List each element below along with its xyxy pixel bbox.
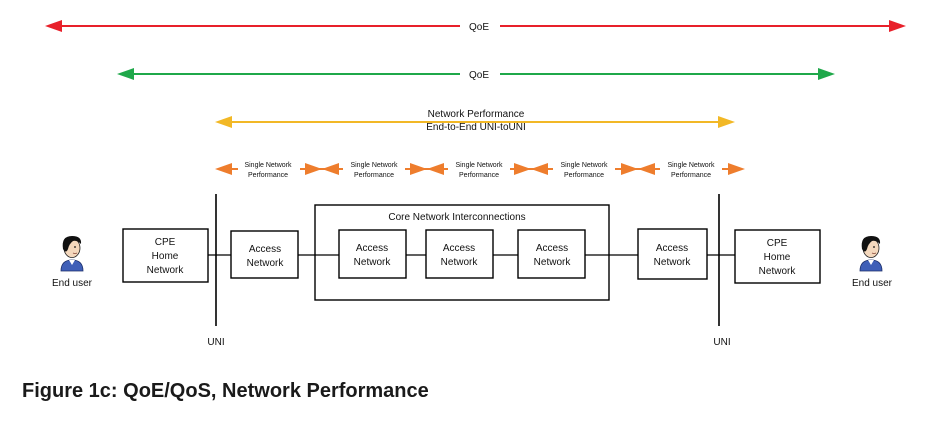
svg-text:Single Network: Single Network <box>560 162 608 169</box>
svg-text:Network: Network <box>654 257 692 268</box>
uni-label-left: UNI <box>207 337 224 348</box>
svg-text:Single Network: Single Network <box>350 162 398 169</box>
end-user-left-label: End user <box>52 278 93 289</box>
access-network-right-box: Access Network <box>637 228 708 280</box>
svg-text:Network: Network <box>147 265 185 276</box>
svg-text:Network: Network <box>534 257 572 268</box>
svg-text:Single Network: Single Network <box>667 162 715 169</box>
svg-text:Access: Access <box>536 243 568 254</box>
svg-text:Network: Network <box>441 257 479 268</box>
network-performance-arrow: Network Performance End-to-End UNI-toUNI <box>215 109 735 133</box>
qoe-inner-right-head <box>818 68 835 80</box>
cpe-right-box: CPE Home Network <box>734 229 821 284</box>
single-network-label-4: Single Network Performance <box>560 162 608 179</box>
svg-text:Performance: Performance <box>248 172 288 179</box>
qoe-outer-label: QoE <box>469 22 489 33</box>
end-user-left-person-icon <box>60 235 84 272</box>
qoe-inner-arrow: QoE <box>117 68 835 81</box>
svg-text:Performance: Performance <box>564 172 604 179</box>
qoe-inner-label: QoE <box>469 70 489 81</box>
cpe-left-box: CPE Home Network <box>122 228 209 283</box>
end-user-right-person-icon <box>859 235 883 272</box>
svg-text:Access: Access <box>443 243 475 254</box>
svg-text:Home: Home <box>764 252 791 263</box>
single-network-label-1: Single Network Performance <box>244 162 292 179</box>
svg-text:Access: Access <box>249 244 281 255</box>
svg-text:Network: Network <box>354 257 392 268</box>
single-network-label-5: Single Network Performance <box>667 162 715 179</box>
qoe-outer-right-head <box>889 20 906 32</box>
core-access-network-3: Access Network <box>517 229 586 279</box>
network-performance-left-head <box>215 116 232 128</box>
uni-label-right: UNI <box>713 337 730 348</box>
network-performance-label: Network Performance <box>428 109 525 120</box>
core-access-network-1: Access Network <box>338 229 407 279</box>
svg-text:Network: Network <box>247 258 285 269</box>
qoe-outer-left-head <box>45 20 62 32</box>
svg-text:Performance: Performance <box>354 172 394 179</box>
svg-text:Home: Home <box>152 251 179 262</box>
svg-text:Performance: Performance <box>671 172 711 179</box>
qoe-outer-arrow: QoE <box>45 20 906 33</box>
svg-text:Performance: Performance <box>459 172 499 179</box>
core-access-network-2: Access Network <box>425 229 494 279</box>
single-network-arrows <box>215 158 745 180</box>
svg-text:CPE: CPE <box>155 237 176 248</box>
qoe-inner-left-head <box>117 68 134 80</box>
core-network-title: Core Network Interconnections <box>388 212 525 223</box>
svg-text:CPE: CPE <box>767 238 788 249</box>
svg-text:Network: Network <box>759 266 797 277</box>
svg-text:Access: Access <box>356 243 388 254</box>
single-network-label-3: Single Network Performance <box>455 162 503 179</box>
svg-text:Access: Access <box>656 243 688 254</box>
end-user-right-label: End user <box>852 278 893 289</box>
network-performance-right-head <box>718 116 735 128</box>
single-network-label-2: Single Network Performance <box>350 162 398 179</box>
figure-caption: Figure 1c: QoE/QoS, Network Performance <box>22 380 429 402</box>
svg-text:Single Network: Single Network <box>244 162 292 169</box>
svg-text:Single Network: Single Network <box>455 162 503 169</box>
network-performance-sublabel: End-to-End UNI-toUNI <box>426 122 525 133</box>
access-network-left-box: Access Network <box>230 230 299 279</box>
